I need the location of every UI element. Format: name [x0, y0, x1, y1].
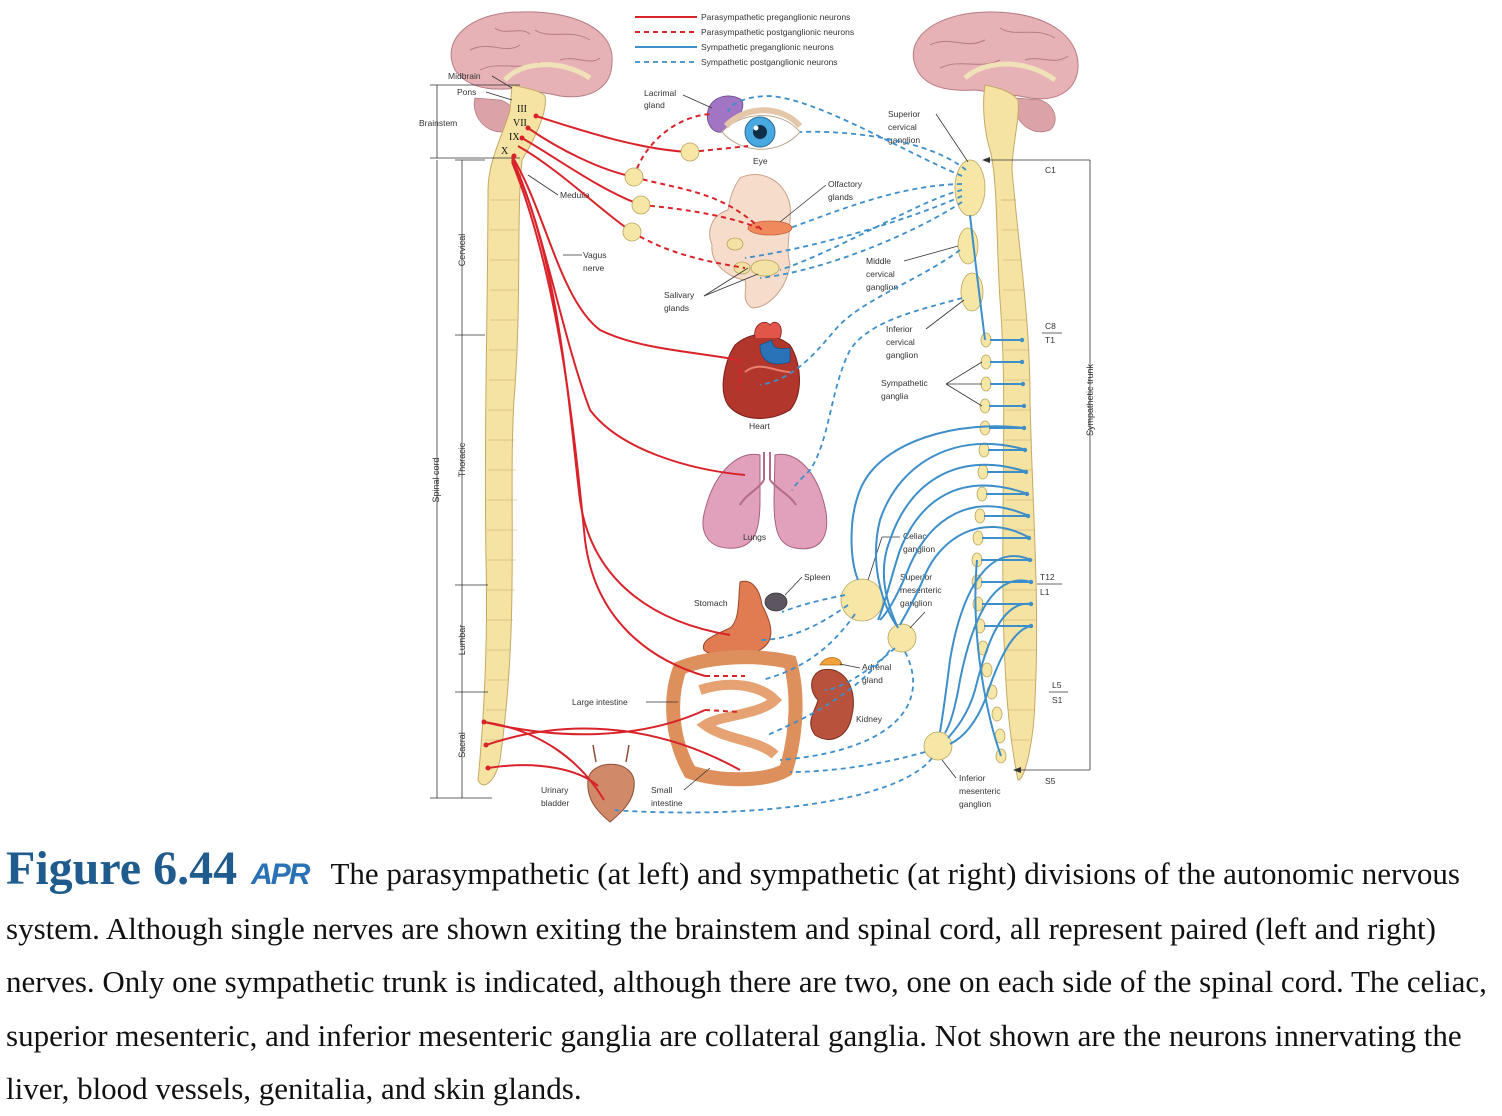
salivary-glands-label-2: glands [664, 303, 689, 313]
celiac-ganglion-label: Celiac [903, 531, 927, 541]
legend: Parasympathetic preganglionic neurons Pa… [635, 12, 854, 67]
s1-mark: S1 [1052, 695, 1063, 705]
large-intestine-label: Large intestine [572, 697, 628, 707]
pons-label: Pons [457, 87, 476, 97]
eye [721, 107, 803, 150]
brain-labels: Midbrain Pons Brainstem Medulla [419, 71, 590, 200]
middle-cervical-ganglion-label: Middle [866, 256, 891, 266]
stomach-label: Stomach [694, 598, 728, 608]
kidney [810, 657, 854, 740]
cord-region-brackets [430, 159, 492, 799]
t1-mark: T1 [1045, 335, 1055, 345]
legend-label-para-pre: Parasympathetic preganglionic neurons [701, 12, 850, 22]
legend-label-sym-pre: Sympathetic preganglionic neurons [701, 42, 834, 52]
midbrain-label: Midbrain [448, 71, 481, 81]
brainstem-label: Brainstem [419, 118, 457, 128]
superior-mesenteric-ganglion [887, 623, 917, 653]
adrenal-gland-label: Adrenal [862, 662, 891, 672]
kidney-label: Kidney [856, 714, 883, 724]
superior-mesenteric-ganglion-label-3: ganglion [900, 598, 932, 608]
heart-label: Heart [749, 421, 770, 431]
right-spinal-cord [983, 84, 1038, 781]
cranial-nerve-vii: VII [513, 118, 527, 129]
superior-cervical-ganglion-label: Superior [888, 109, 920, 119]
thoracic-label: Thoracic [457, 442, 467, 477]
spleen [764, 592, 788, 612]
inferior-cervical-ganglion-label: Inferior [886, 324, 913, 334]
olfactory-glands-label: Olfactory [828, 179, 863, 189]
legend-label-para-post: Parasympathetic postganglionic neurons [701, 27, 854, 37]
inferior-mesenteric-ganglion-label: Inferior [959, 773, 986, 783]
small-intestine-label-2: intestine [651, 798, 683, 808]
c8-mark: C8 [1045, 321, 1056, 331]
spleen-label: Spleen [804, 572, 831, 582]
ans-diagram: Parasympathetic preganglionic neurons Pa… [419, 11, 1095, 823]
cranial-nerve-iii: III [517, 104, 527, 115]
parasympathetic-pathways [483, 113, 763, 801]
stomach [702, 580, 772, 658]
eye-label: Eye [753, 156, 768, 166]
cranial-nerve-labels: III VII IX X [501, 104, 527, 157]
l1-mark: L1 [1040, 587, 1050, 597]
apr-badge-logo: APR [251, 858, 310, 891]
large-intestine [666, 650, 803, 787]
inferior-mesenteric-ganglion [923, 731, 953, 761]
lacrimal-gland-label-2: gland [644, 100, 665, 110]
superior-mesenteric-ganglion-label: Superior [900, 572, 932, 582]
lacrimal-gland-label: Lacrimal [644, 88, 676, 98]
ganglia-labels: Superior cervical ganglion Middle cervic… [866, 109, 1001, 809]
urinary-bladder [587, 744, 635, 823]
s5-mark: S5 [1045, 776, 1056, 786]
inferior-mesenteric-ganglion-label-3: ganglion [959, 799, 991, 809]
organ-labels: Lacrimal gland Eye Olfactory glands Vagu… [541, 88, 891, 808]
olfactory-glands-label-2: glands [828, 192, 853, 202]
c1-mark: C1 [1045, 165, 1056, 175]
adrenal-gland-label-2: gland [862, 675, 883, 685]
sympathetic-ganglia-label-2: ganglia [881, 391, 909, 401]
cranial-nerve-ix: IX [509, 132, 520, 143]
parasympathetic-ganglia [481, 113, 700, 771]
vagus-nerve-label: Vagus [583, 250, 606, 260]
lumbar-label: Lumbar [457, 625, 467, 656]
face [709, 173, 793, 309]
sympathetic-pathways [611, 95, 1032, 814]
superior-cervical-ganglion-label-2: cervical [888, 122, 917, 132]
l5-mark: L5 [1052, 680, 1062, 690]
cranial-nerve-x: X [501, 146, 509, 157]
salivary-glands-label: Salivary [664, 290, 695, 300]
heart [722, 321, 800, 419]
vertebral-marks: C1 C8 T1 T12 L1 L5 S1 S5 [1037, 165, 1068, 786]
spinal-cord-label: Spinal cord [431, 457, 441, 502]
medulla-label: Medulla [560, 190, 590, 200]
caption-text: The parasympathetic (at left) and sympat… [6, 856, 1487, 1106]
celiac-ganglion [840, 578, 884, 622]
left-cord-segments [485, 199, 518, 741]
lungs [702, 452, 828, 550]
middle-cervical-ganglion-label-2: cervical [866, 269, 895, 279]
urinary-bladder-label: Urinary [541, 785, 569, 795]
inferior-cervical-ganglion-label-3: ganglion [886, 350, 918, 360]
superior-mesenteric-ganglion-label-2: mesenteric [900, 585, 942, 595]
urinary-bladder-label-2: bladder [541, 798, 570, 808]
t12-mark: T12 [1040, 572, 1055, 582]
sympathetic-ganglia-label: Sympathetic [881, 378, 929, 388]
figure-number: Figure 6.44 [6, 842, 238, 895]
sympathetic-trunk-bracket [982, 157, 1091, 773]
small-intestine-label: Small [651, 785, 672, 795]
superior-cervical-ganglion-label-3: ganglion [888, 135, 920, 145]
inferior-cervical-ganglion-label-2: cervical [886, 337, 915, 347]
cervical-label: Cervical [457, 234, 467, 267]
middle-cervical-ganglion-label-3: ganglion [866, 282, 898, 292]
sympathetic-endpoints [1019, 337, 1034, 629]
legend-label-sym-post: Sympathetic postganglionic neurons [701, 57, 838, 67]
right-brain [912, 11, 1079, 133]
vagus-nerve-label-2: nerve [583, 263, 605, 273]
sacral-label: Sacral [457, 732, 467, 758]
inferior-mesenteric-ganglion-label-2: mesenteric [959, 786, 1001, 796]
sympathetic-trunk-label: Sympathetic trunk [1085, 363, 1095, 436]
lungs-label: Lungs [743, 532, 766, 542]
